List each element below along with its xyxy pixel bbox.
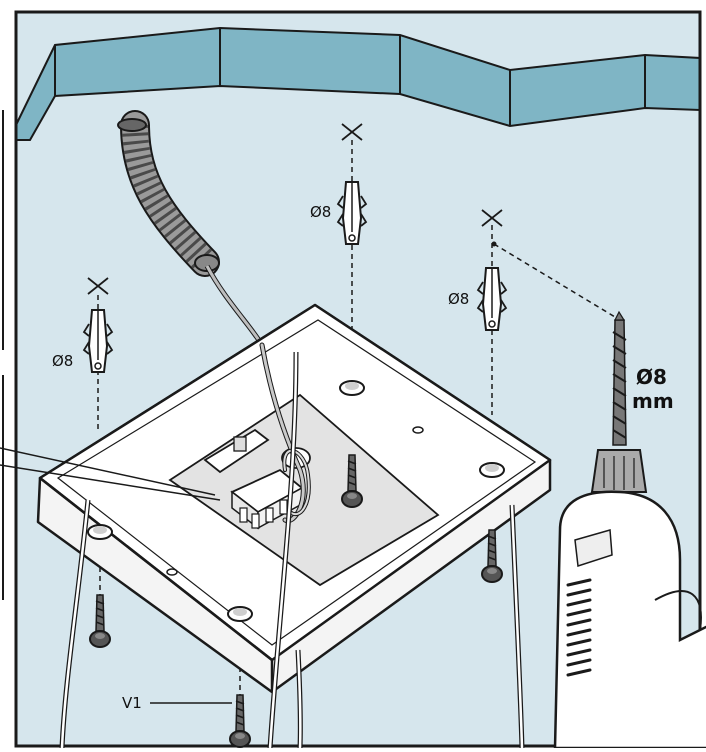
wall-plug-icon-left <box>82 309 114 373</box>
screw-icon-left <box>89 594 111 648</box>
screw-icon-right <box>481 529 503 583</box>
plug-size-label-right: Ø8 <box>448 290 469 308</box>
drill-unit-label: mm <box>632 389 674 413</box>
callout-pointer <box>0 447 221 501</box>
drill-mark-icon-left <box>87 277 109 295</box>
cable-wires <box>259 342 311 524</box>
screw-icon-top <box>341 454 363 508</box>
screw-icon-v1 <box>229 694 251 748</box>
wall-plug-icon-right <box>476 267 508 331</box>
drill-size-label: Ø8 <box>636 365 667 389</box>
wall-plug-icon-top <box>336 181 368 245</box>
guide-rods <box>59 351 525 749</box>
plug-size-label-left: Ø8 <box>52 352 73 370</box>
drill-icon <box>553 310 706 750</box>
drill-mark-icon-right <box>481 209 503 227</box>
diagram-frame <box>14 10 702 748</box>
plug-size-label-top: Ø8 <box>310 203 331 221</box>
drill-mark-icon-top <box>341 123 363 141</box>
cable-conduit-icon <box>117 110 265 347</box>
screw-ref-label: V1 <box>122 694 142 712</box>
drill-point-dot <box>491 241 497 247</box>
